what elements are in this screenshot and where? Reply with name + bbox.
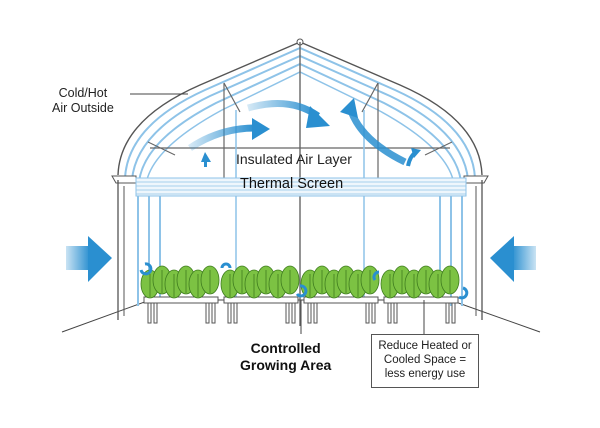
plants [140,265,460,299]
plant [440,265,460,295]
energy-note-line3: less energy use [384,367,466,380]
energy-note-box: Reduce Heated or Cooled Space = less ene… [371,334,479,388]
benches [143,296,459,324]
energy-note-line2: Cooled Space = [383,354,467,367]
bench [303,296,379,324]
bench [223,296,299,324]
plant [360,265,380,295]
circulation-arrows [139,262,469,300]
energy-note-line1: Reduce Heated or [378,340,472,353]
plant [200,265,220,295]
bench [383,296,459,324]
thermal-screen-label: Thermal Screen [240,176,344,192]
outside-air-arrow-right [490,236,536,282]
outside-air-label-line1: Cold/Hot [58,86,108,100]
growing-area-label-line2: Growing Area [240,356,332,373]
roof-frame [111,38,489,326]
airflow-arrows-attic [188,98,421,167]
growing-area-label: Controlled Growing Area [240,340,331,374]
growing-area-label-line1: Controlled [250,340,321,356]
insulated-air-layer-label: Insulated Air Layer [236,151,352,167]
plant [280,265,300,295]
outside-air-label-line2: Air Outside [52,101,114,115]
bench [143,296,219,324]
thermal-screen [135,177,467,197]
outside-air-label: Cold/Hot Air Outside [52,86,114,116]
outside-air-arrow-left [66,236,112,282]
leader-lines [130,93,425,334]
